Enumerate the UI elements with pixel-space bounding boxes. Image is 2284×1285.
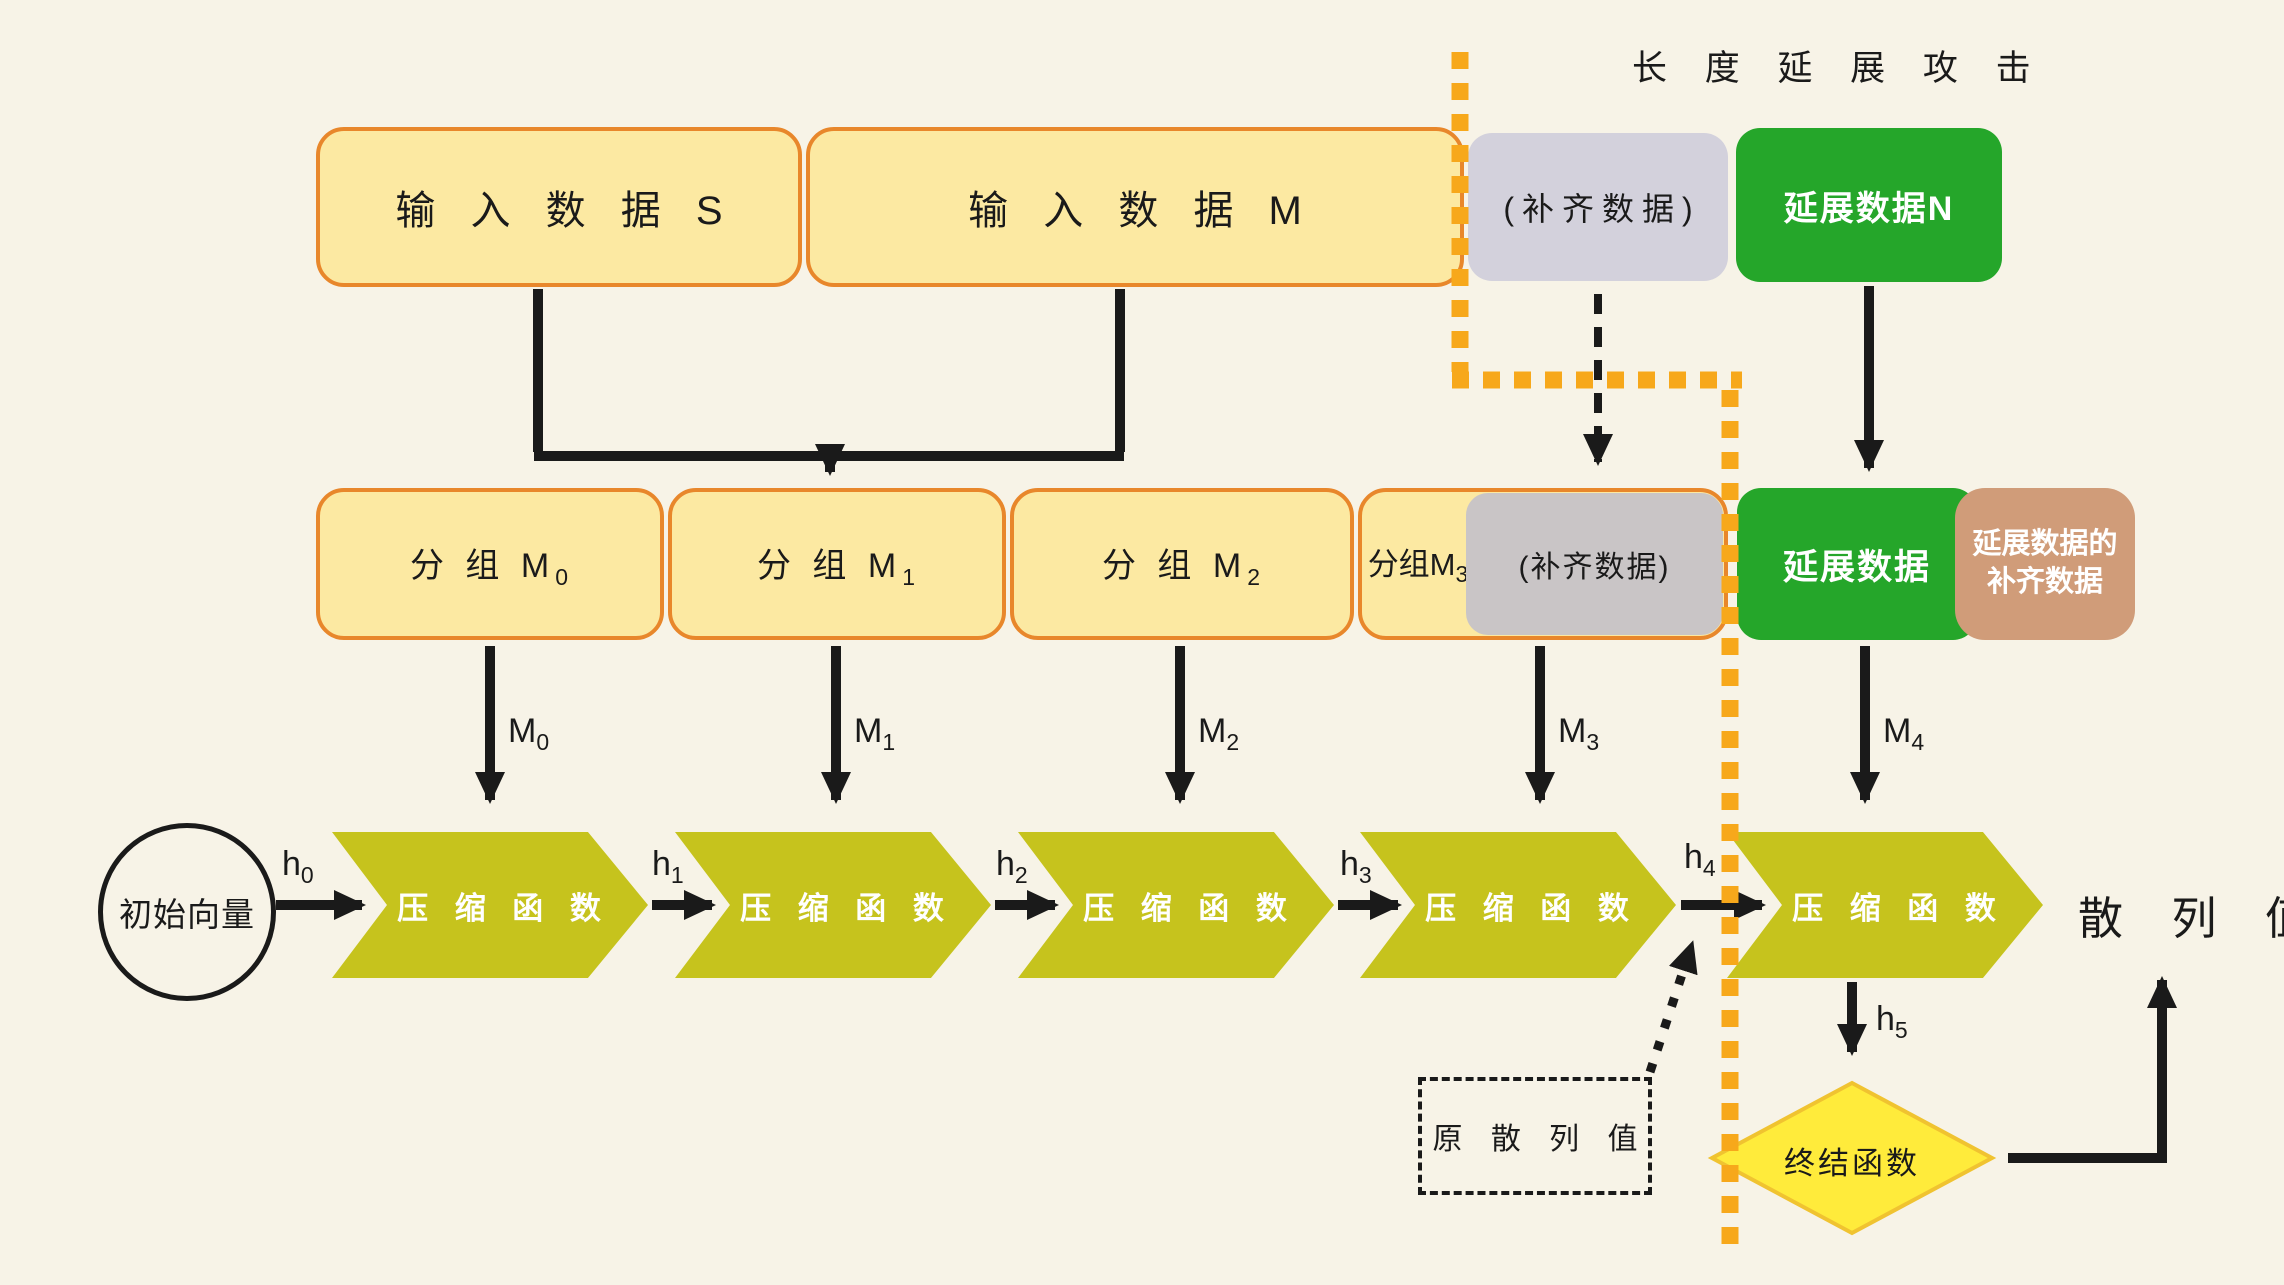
chevron-compression-5-label: 压 缩 函 数	[1792, 890, 2005, 926]
chevron-compression-1-label: 压 缩 函 数	[397, 890, 610, 926]
label-m3-sub: 3	[1586, 728, 1600, 755]
box-padding-data-top-label: (补齐数据)	[1503, 191, 1701, 227]
label-h4-sub: 4	[1702, 854, 1716, 881]
label-h2-sub: 2	[1014, 861, 1028, 888]
diamond-final-function-label: 终结函数	[1784, 1146, 1920, 1181]
group-m1-text: 分 组 M	[756, 546, 903, 585]
box-padding-data-top: (补齐数据)	[1468, 133, 1728, 281]
chevron-compression-2-label: 压 缩 函 数	[740, 890, 953, 926]
box-group-m3-label: 分组M3	[1368, 539, 1469, 588]
label-h5-base: h	[1876, 1000, 1895, 1038]
box-input-data-s-label: 输 入 数 据 S	[395, 189, 735, 233]
label-m3-base: M	[1558, 712, 1587, 750]
box-group-m1: 分 组 M1	[668, 488, 1006, 640]
extension-padding-line1: 延展数据的	[1972, 528, 2118, 561]
box-group-m2-label: 分 组 M2	[1102, 538, 1262, 591]
chevron-compression-5: 压 缩 函 数	[1727, 832, 2043, 978]
label-h5: h5	[1876, 1000, 1908, 1044]
box-extension-padding-data-label: 延展数据的 补齐数据	[1972, 526, 2117, 601]
label-m3: M3	[1558, 712, 1599, 756]
circle-initial-vector: 初始向量	[98, 823, 276, 1001]
box-group-m0-label: 分 组 M0	[410, 538, 570, 591]
box-group-m1-label: 分 组 M1	[757, 538, 917, 591]
diamond-final-function	[1707, 1080, 1997, 1236]
title-length-extension-attack: 长 度 延 展 攻 击	[1632, 49, 2045, 88]
label-m1: M1	[854, 712, 895, 756]
box-padding-data-bottom: (补齐数据)	[1466, 493, 1723, 635]
group-m3-text: 分组M	[1367, 547, 1456, 583]
box-input-data-m: 输 入 数 据 M	[806, 127, 1464, 287]
connector-final-to-hash	[2008, 976, 2177, 1163]
label-h1: h1	[652, 845, 684, 889]
box-input-data-m-label: 输 入 数 据 M	[968, 189, 1314, 233]
label-h5-sub: 5	[1894, 1016, 1908, 1043]
box-group-m3: 分组M3	[1362, 492, 1474, 636]
label-m1-base: M	[854, 712, 883, 750]
label-m2-base: M	[1198, 712, 1227, 750]
label-h0-sub: 0	[300, 861, 314, 888]
box-extension-data-label: 延展数据	[1782, 547, 1931, 587]
label-h3-sub: 3	[1358, 861, 1372, 888]
box-padding-data-bottom-label: (补齐数据)	[1518, 551, 1671, 584]
label-h3-base: h	[1340, 845, 1359, 883]
label-m1-sub: 1	[882, 728, 896, 755]
box-group-m2: 分 组 M2	[1010, 488, 1354, 640]
dashed-box-original-hash-label: 原 散 列 值	[1432, 1123, 1648, 1156]
label-hash-value: 散 列 值	[2078, 893, 2284, 944]
label-h3: h3	[1340, 845, 1372, 889]
label-m4-base: M	[1883, 712, 1912, 750]
circle-initial-vector-label: 初始向量	[119, 896, 255, 933]
label-m2-sub: 2	[1226, 728, 1240, 755]
label-h0: h0	[282, 845, 314, 889]
group-m0-text: 分 组 M	[409, 546, 556, 585]
label-m0-base: M	[508, 712, 537, 750]
group-m2-text: 分 组 M	[1101, 546, 1248, 585]
group-m3-sub: 3	[1455, 561, 1469, 588]
label-h0-base: h	[282, 845, 301, 883]
extension-padding-line2: 补齐数据	[1986, 566, 2103, 598]
label-h2: h2	[996, 845, 1028, 889]
arrow-dotted-original-hash	[1645, 940, 1698, 1074]
label-h4: h4	[1684, 838, 1716, 882]
box-extension-data-n: 延展数据N	[1736, 128, 2002, 282]
label-h1-base: h	[652, 845, 671, 883]
dashed-box-original-hash: 原 散 列 值	[1418, 1077, 1652, 1195]
label-m4: M4	[1883, 712, 1924, 756]
label-h2-base: h	[996, 845, 1015, 883]
connector-inputs-elbow	[533, 289, 1125, 461]
chevron-compression-3-label: 压 缩 函 数	[1083, 890, 1296, 926]
group-m0-sub: 0	[555, 563, 570, 590]
label-h4-base: h	[1684, 838, 1703, 876]
label-m4-sub: 4	[1911, 728, 1925, 755]
label-h1-sub: 1	[670, 861, 684, 888]
box-extension-data-n-label: 延展数据N	[1783, 189, 1955, 228]
label-m2: M2	[1198, 712, 1239, 756]
box-extension-data: 延展数据	[1737, 488, 1977, 640]
box-group-m0: 分 组 M0	[316, 488, 664, 640]
box-group-m3-composite: 分组M3 (补齐数据)	[1358, 488, 1728, 640]
chevron-compression-4-label: 压 缩 函 数	[1425, 890, 1638, 926]
box-input-data-s: 输 入 数 据 S	[316, 127, 802, 287]
group-m1-sub: 1	[902, 563, 917, 590]
label-m0: M0	[508, 712, 549, 756]
label-m0-sub: 0	[536, 728, 550, 755]
box-extension-padding-data: 延展数据的 补齐数据	[1955, 488, 2135, 640]
group-m2-sub: 2	[1247, 563, 1262, 590]
